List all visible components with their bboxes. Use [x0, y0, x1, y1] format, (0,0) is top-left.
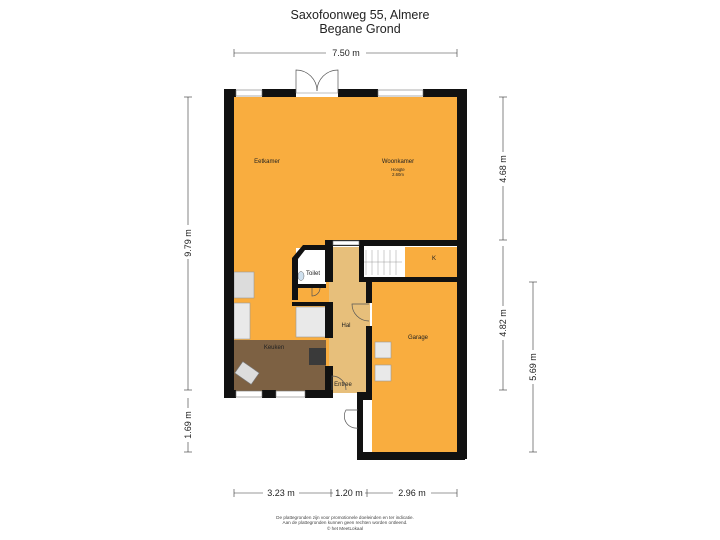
room-label-entree: Entree [334, 382, 352, 388]
dimension-bottom-mid: 1.20 m [335, 488, 363, 498]
dimension-top-width: 7.50 m [332, 48, 360, 58]
dimension-left-total: 9.79 m [183, 229, 193, 257]
toilet-bowl-icon [297, 271, 305, 281]
disclaimer-line-3: © het MeetLokaal [326, 525, 364, 531]
kitchen-sink [234, 361, 260, 385]
doors [295, 69, 370, 429]
walls [224, 89, 467, 460]
room-label-eetkamer: Eetkamer [254, 159, 280, 165]
kitchen-counter-right [295, 306, 327, 338]
dimension-bottom-right: 2.96 m [398, 488, 426, 498]
disclaimer-footer: De plattegronden zijn voor promotionele … [0, 515, 690, 531]
disclaimer-line-2: Aan de plattegronden kunnen geen rechten… [282, 520, 408, 526]
kitchen-counter-left [233, 302, 251, 340]
living-room-area [232, 97, 459, 245]
ceiling-height-value: 2.60m [392, 172, 404, 177]
staircase-steps [364, 250, 402, 275]
room-label-k: K [432, 256, 436, 262]
dimension-labels: 7.50 m 9.79 m 1.69 m 4.68 m 4.82 m 5.69 … [183, 47, 539, 499]
dimension-right-middle: 4.82 m [498, 309, 508, 337]
meter-cupboard-area [301, 287, 326, 303]
storage-k-area [405, 247, 457, 277]
dimension-right-garage: 5.69 m [528, 353, 538, 381]
ceiling-height-label: Hoogte [391, 167, 405, 172]
room-label-hal: Hal [341, 323, 350, 329]
room-label-woonkamer: Woonkamer [382, 159, 414, 165]
disclaimer-line-1: De plattegronden zijn voor promotionele … [276, 515, 414, 520]
plan-address: Saxofoonweg 55, Almere [290, 8, 430, 22]
dimension-left-lower: 1.69 m [183, 411, 193, 439]
plan-floor-name: Begane Grond [319, 22, 401, 36]
room-label-garage: Garage [408, 335, 429, 341]
kitchen-appliance [309, 348, 326, 365]
kitchen-counter-top [233, 271, 255, 299]
dimension-bottom-left: 3.23 m [267, 488, 295, 498]
windows [235, 89, 424, 398]
garage-shelf-1 [374, 341, 392, 359]
garage-shelf-2 [374, 364, 392, 382]
room-label-toilet: Toilet [306, 271, 320, 277]
dimension-right-upper: 4.68 m [498, 155, 508, 183]
room-label-keuken: Keuken [264, 345, 284, 351]
